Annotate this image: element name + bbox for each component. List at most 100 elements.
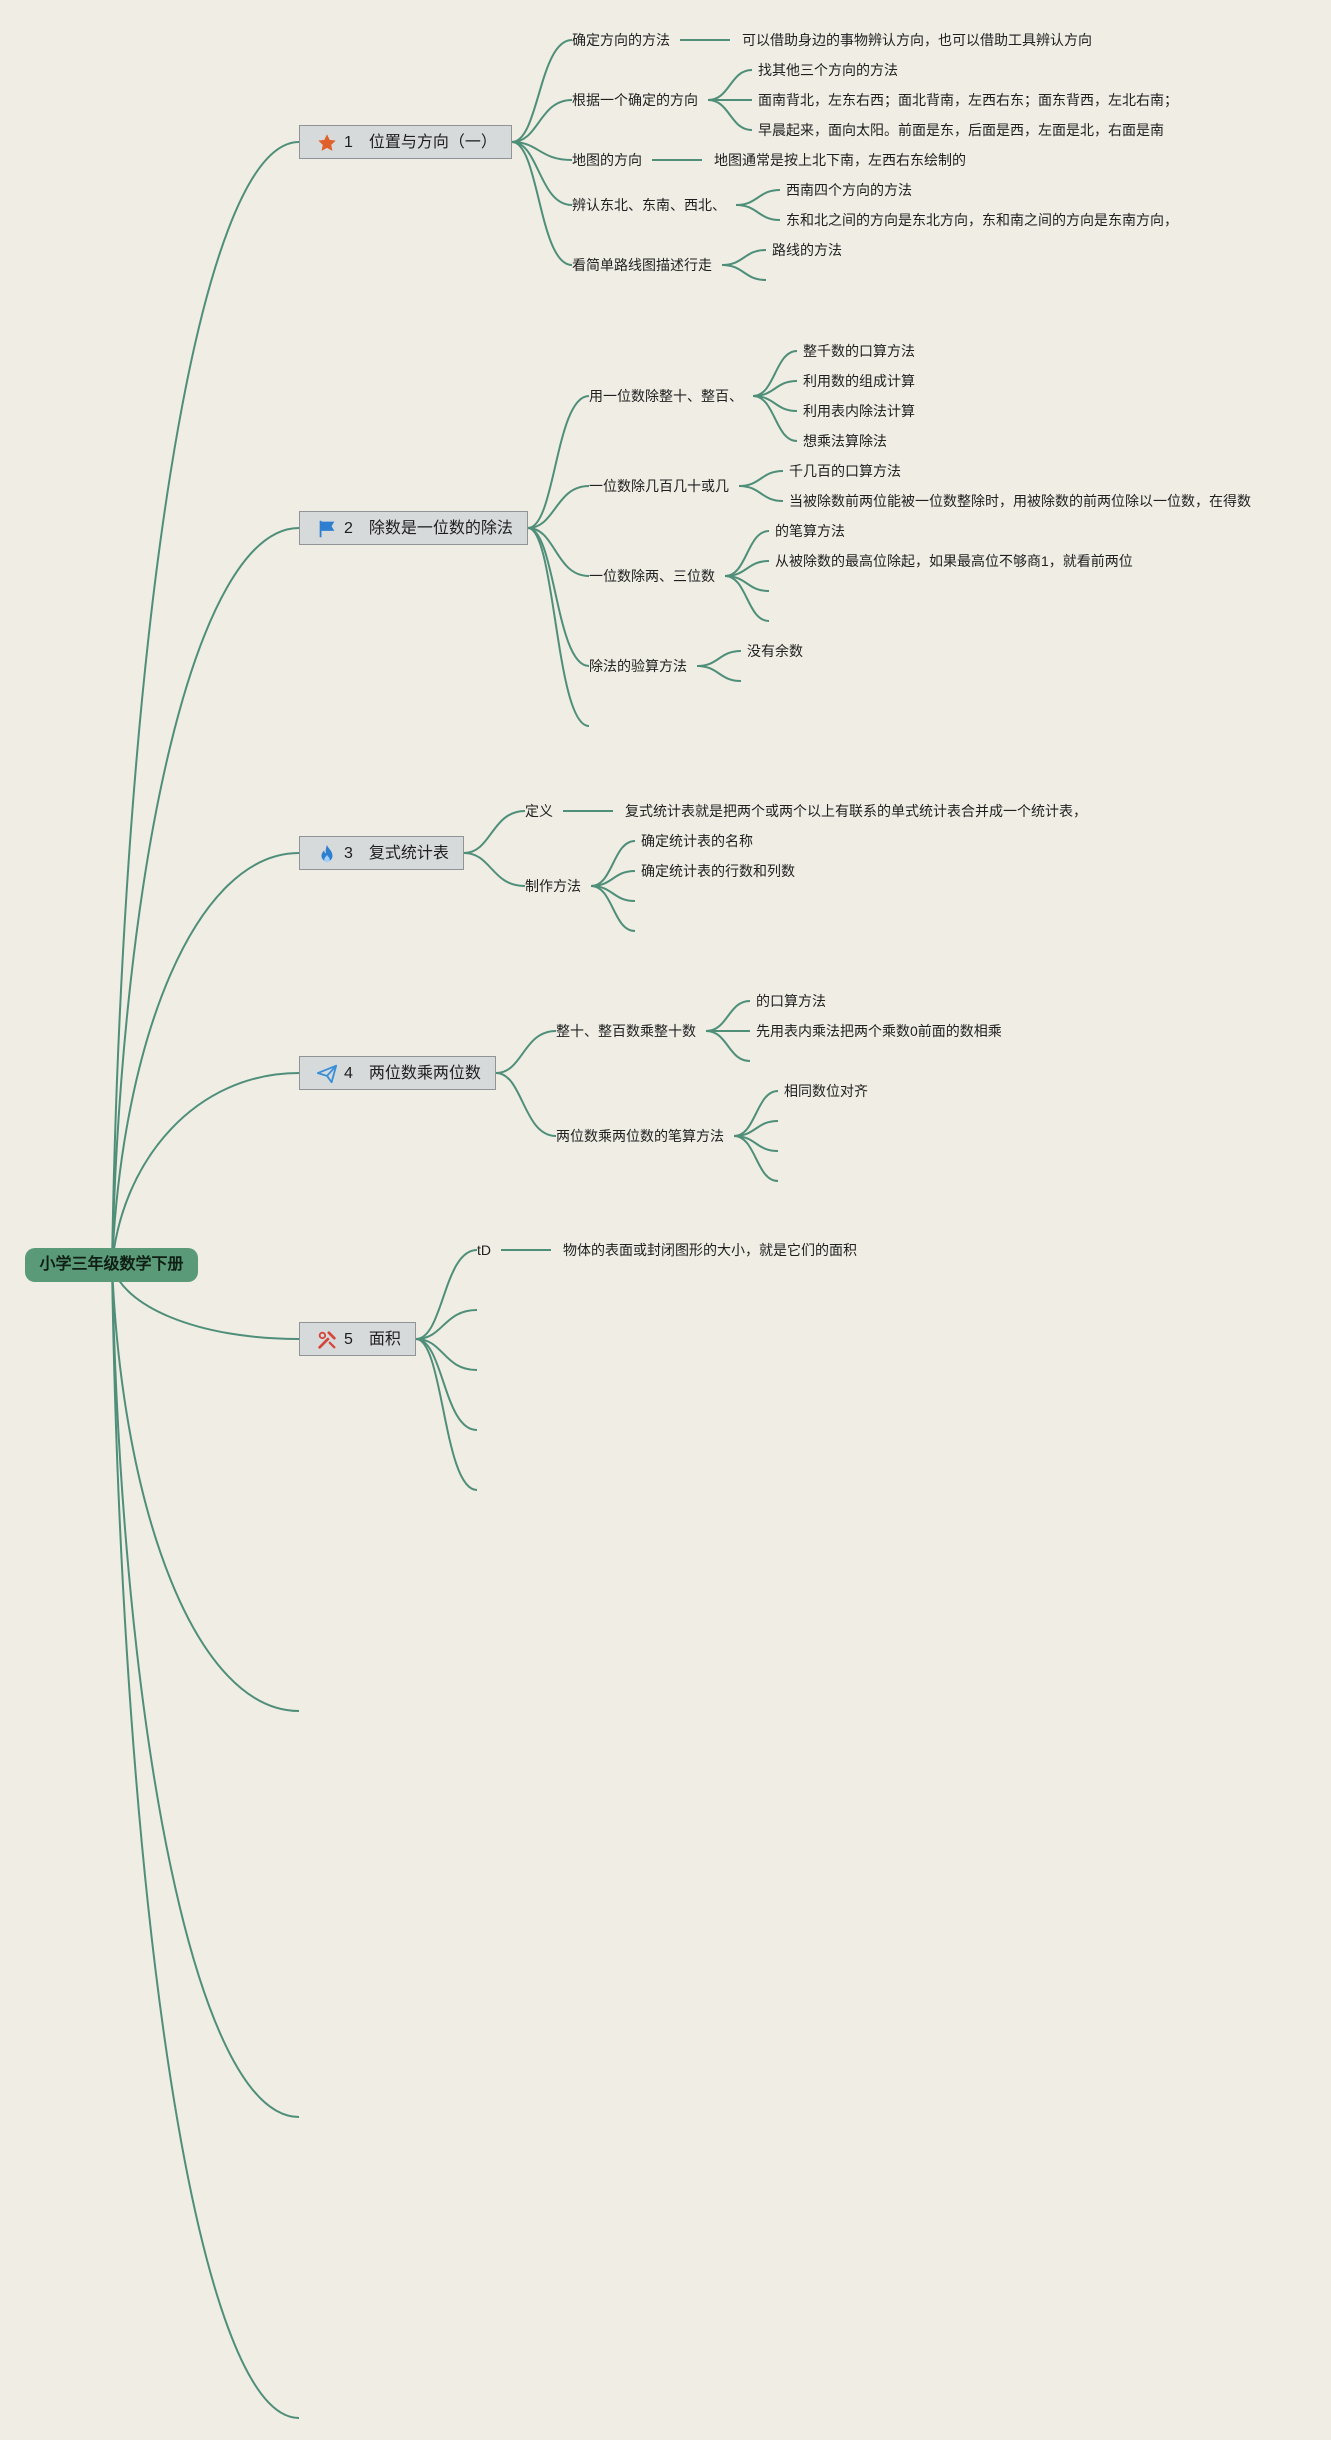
- subtopic-leaf-line: [707, 69, 753, 101]
- paper-plane-icon: [316, 1063, 338, 1085]
- topic-child-line: [463, 852, 526, 887]
- root-branch-line: [111, 1264, 300, 2118]
- subtopic-node[interactable]: 确定方向的方法: [572, 32, 670, 48]
- leaf-node[interactable]: 整千数的口算方法: [803, 343, 915, 359]
- subtopic-node[interactable]: 两位数乘两位数的笔算方法: [556, 1128, 724, 1144]
- topic-number: 1: [344, 134, 353, 151]
- topic-node[interactable]: 4 两位数乘两位数: [299, 1056, 496, 1090]
- leaf-node[interactable]: 路线的方法: [772, 242, 842, 258]
- topic-title: 除数是一位数的除法: [368, 520, 513, 537]
- topic-child-line: [527, 527, 590, 577]
- topic-node[interactable]: 5 面积: [299, 1322, 416, 1356]
- leaf-node[interactable]: 利用数的组成计算: [803, 373, 915, 389]
- root-branch-line: [111, 1264, 300, 1712]
- subtopic-node[interactable]: 一位数除几百几十或几: [589, 478, 729, 494]
- leaf-node[interactable]: 早晨起来，面向太阳。前面是东，后面是西，左面是北，右面是南: [758, 122, 1164, 138]
- topic-node[interactable]: 2 除数是一位数的除法: [299, 511, 528, 545]
- topic-child-line: [463, 810, 526, 854]
- tools-icon: [316, 1329, 338, 1351]
- topic-child-line: [495, 1030, 557, 1074]
- flag-icon: [316, 518, 338, 540]
- subtopic-node[interactable]: tD: [477, 1242, 491, 1258]
- leaf-node[interactable]: 没有余数: [747, 643, 803, 659]
- topic-title: 两位数乘两位数: [368, 1065, 481, 1082]
- subtopic-node[interactable]: 整十、整百数乘整十数: [556, 1023, 696, 1039]
- topic-child-line: [527, 527, 590, 667]
- subtopic-node[interactable]: 制作方法: [525, 878, 581, 894]
- leaf-node[interactable]: 确定统计表的名称: [641, 833, 753, 849]
- subtopic-node[interactable]: 根据一个确定的方向: [572, 92, 698, 108]
- topic-child-line: [527, 527, 590, 727]
- leaf-node[interactable]: 的笔算方法: [775, 523, 845, 539]
- leaf-node[interactable]: 相同数位对齐: [784, 1083, 868, 1099]
- topic-child-line: [415, 1249, 478, 1340]
- topic-number: 2: [344, 520, 353, 537]
- leaf-node[interactable]: 找其他三个方向的方法: [758, 62, 898, 78]
- leaf-node[interactable]: 复式统计表就是把两个或两个以上有联系的单式统计表合并成一个统计表，: [625, 803, 1087, 819]
- topic-node[interactable]: 3 复式统计表: [299, 836, 464, 870]
- subtopic-node[interactable]: 地图的方向: [572, 152, 642, 168]
- subtopic-leaf-line: [733, 1135, 779, 1182]
- topic-child-line: [527, 395, 590, 529]
- leaf-node[interactable]: 千几百的口算方法: [789, 463, 901, 479]
- topic-child-line: [527, 485, 590, 529]
- topic-title: 位置与方向（一）: [368, 134, 497, 151]
- topic-child-line: [511, 39, 573, 143]
- root-branch-line: [111, 1264, 300, 2419]
- subtopic-node[interactable]: 看简单路线图描述行走: [572, 257, 712, 273]
- subtopic-leaf-line: [590, 885, 636, 932]
- subtopic-leaf-line: [735, 189, 781, 206]
- subtopic-leaf-line: [752, 395, 798, 442]
- topic-node[interactable]: 1 位置与方向（一）: [299, 125, 512, 159]
- topic-child-line: [415, 1338, 478, 1431]
- subtopic-leaf-line: [705, 1000, 751, 1032]
- subtopic-leaf-line: [696, 650, 742, 667]
- leaf-node[interactable]: 想乘法算除法: [803, 433, 887, 449]
- leaf-node[interactable]: 从被除数的最高位除起，如果最高位不够商1，就看前两位: [775, 553, 1133, 569]
- subtopic-node[interactable]: 辨认东北、东南、西北、: [572, 197, 726, 213]
- root-branch-line: [111, 852, 300, 1266]
- leaf-node[interactable]: 利用表内除法计算: [803, 403, 915, 419]
- subtopic-leaf-line: [721, 249, 767, 266]
- star-icon: [316, 132, 338, 154]
- subtopic-leaf-line: [735, 204, 781, 221]
- leaf-node[interactable]: 物体的表面或封闭图形的大小，就是它们的面积: [563, 1242, 857, 1258]
- subtopic-leaf-line: [696, 665, 742, 682]
- subtopic-leaf-line: [721, 264, 767, 281]
- topic-number: 5: [344, 1331, 353, 1348]
- topic-title: 面积: [368, 1331, 401, 1348]
- topic-child-line: [415, 1338, 478, 1371]
- topic-child-line: [511, 141, 573, 206]
- subtopic-leaf-line: [707, 99, 753, 131]
- root-branch-line: [111, 527, 300, 1266]
- topic-number: 4: [344, 1065, 353, 1082]
- root-branch-line: [111, 1072, 300, 1266]
- subtopic-node[interactable]: 除法的验算方法: [589, 658, 687, 674]
- subtopic-leaf-line: [705, 1030, 751, 1062]
- leaf-node[interactable]: 地图通常是按上北下南，左西右东绘制的: [714, 152, 966, 168]
- topic-child-line: [495, 1072, 557, 1137]
- leaf-node[interactable]: 面南背北，左东右西；面北背南，左西右东；面东背西，左北右南；: [758, 92, 1178, 108]
- subtopic-leaf-line: [738, 485, 784, 502]
- leaf-node[interactable]: 确定统计表的行数和列数: [641, 863, 795, 879]
- root-node[interactable]: 小学三年级数学下册: [25, 1248, 198, 1282]
- leaf-node[interactable]: 西南四个方向的方法: [786, 182, 912, 198]
- topic-title: 复式统计表: [368, 845, 449, 862]
- topic-child-line: [415, 1309, 478, 1340]
- topic-child-line: [511, 99, 573, 143]
- leaf-node[interactable]: 可以借助身边的事物辨认方向，也可以借助工具辨认方向: [742, 32, 1092, 48]
- leaf-node[interactable]: 的口算方法: [756, 993, 826, 1009]
- subtopic-leaf-line: [738, 470, 784, 487]
- topic-number: 3: [344, 845, 353, 862]
- root-branch-line: [111, 141, 300, 1266]
- subtopic-node[interactable]: 定义: [525, 803, 553, 819]
- leaf-node[interactable]: 当被除数前两位能被一位数整除时，用被除数的前两位除以一位数，在得数: [789, 493, 1251, 509]
- topic-child-line: [415, 1338, 478, 1491]
- subtopic-node[interactable]: 用一位数除整十、整百、: [589, 388, 743, 404]
- subtopic-node[interactable]: 一位数除两、三位数: [589, 568, 715, 584]
- subtopic-leaf-line: [724, 575, 770, 622]
- leaf-node[interactable]: 先用表内乘法把两个乘数0前面的数相乘: [756, 1023, 1002, 1039]
- leaf-node[interactable]: 东和北之间的方向是东北方向，东和南之间的方向是东南方向，: [786, 212, 1178, 228]
